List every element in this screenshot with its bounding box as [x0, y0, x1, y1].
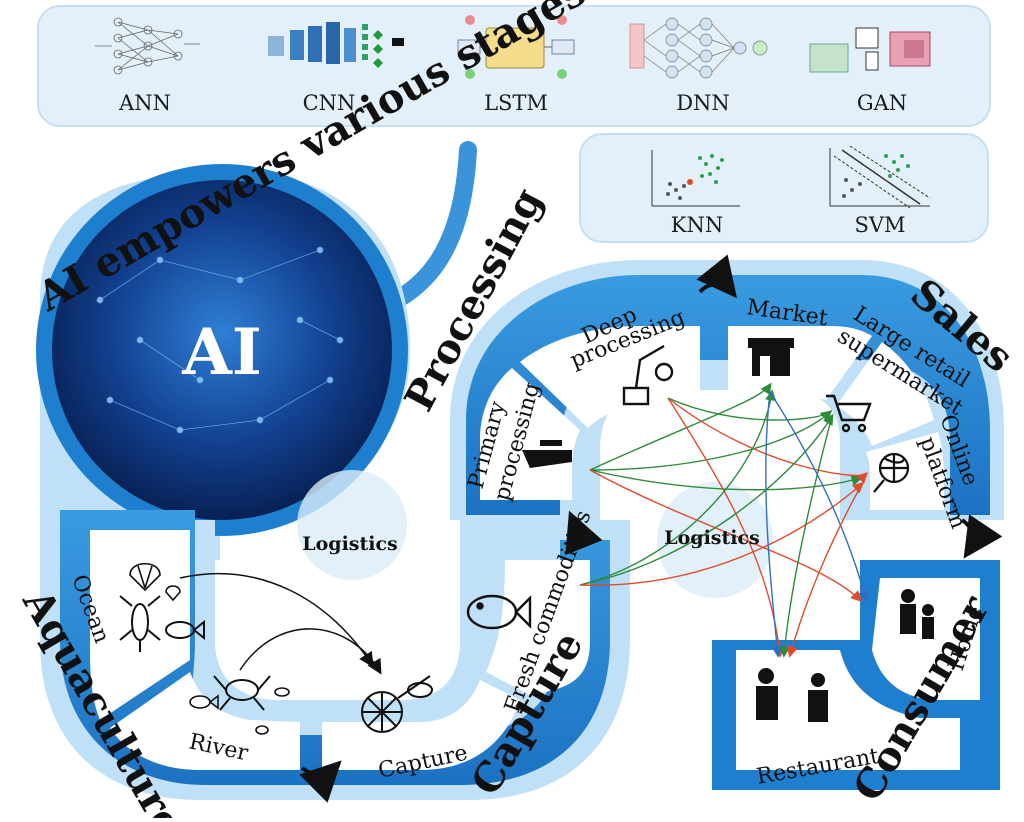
fish-outline-icon — [466, 594, 532, 630]
svm-scatter-icon — [829, 145, 931, 209]
model-label-lstm: LSTM — [484, 91, 548, 115]
ann-diagram-icon — [95, 17, 200, 75]
logistics-label-left: Logistics — [302, 533, 398, 555]
model-label-ann: ANN — [118, 91, 171, 115]
model-label-svm: SVM — [854, 213, 905, 237]
segment-ocean — [90, 530, 190, 720]
logistics-bubble-right — [657, 482, 773, 598]
segment-fresh — [486, 560, 590, 694]
scallop-icon — [129, 562, 181, 602]
globe-icon — [873, 452, 910, 493]
ai-badge-text: AI — [181, 315, 262, 390]
chef-icon — [756, 668, 828, 722]
logistics-bubble-left — [297, 470, 407, 580]
arrow-aqua-capture — [299, 760, 342, 803]
segment-river — [110, 672, 300, 770]
model-label-knn: KNN — [671, 213, 723, 237]
gan-diagram-icon — [809, 27, 931, 73]
logistics-label-right: Logistics — [664, 527, 760, 549]
cart-icon — [826, 394, 872, 433]
ai-network-icon — [96, 246, 344, 434]
arrow-capture-processing — [564, 510, 603, 556]
crab-icon — [213, 675, 271, 711]
segment-restaurant — [736, 650, 960, 770]
segment-primary — [480, 368, 580, 500]
cnn-diagram-icon — [268, 22, 404, 68]
knn-scatter-icon — [651, 150, 740, 207]
family-icon — [900, 589, 934, 639]
model-label-cnn: CNN — [303, 91, 356, 115]
fish-icon — [165, 619, 205, 641]
store-icon — [748, 338, 794, 376]
model-label-gan: GAN — [857, 91, 907, 115]
knife-icon — [522, 440, 572, 468]
lobster-icon — [119, 595, 161, 652]
net-icon — [361, 675, 433, 733]
arrow-sales-consumer — [960, 514, 1003, 559]
dnn-diagram-icon — [629, 17, 768, 79]
segment-capture — [322, 680, 520, 770]
flow-lines — [179, 382, 870, 675]
ai-globe — [52, 180, 392, 520]
lstm-diagram-icon — [457, 15, 575, 79]
side-models-panel — [579, 133, 989, 243]
robot-arm-icon — [622, 344, 674, 406]
fish-small-icon — [189, 687, 290, 735]
segment-online — [866, 432, 944, 510]
arrow-processing-sales — [696, 254, 738, 299]
model-label-dnn: DNN — [676, 91, 730, 115]
